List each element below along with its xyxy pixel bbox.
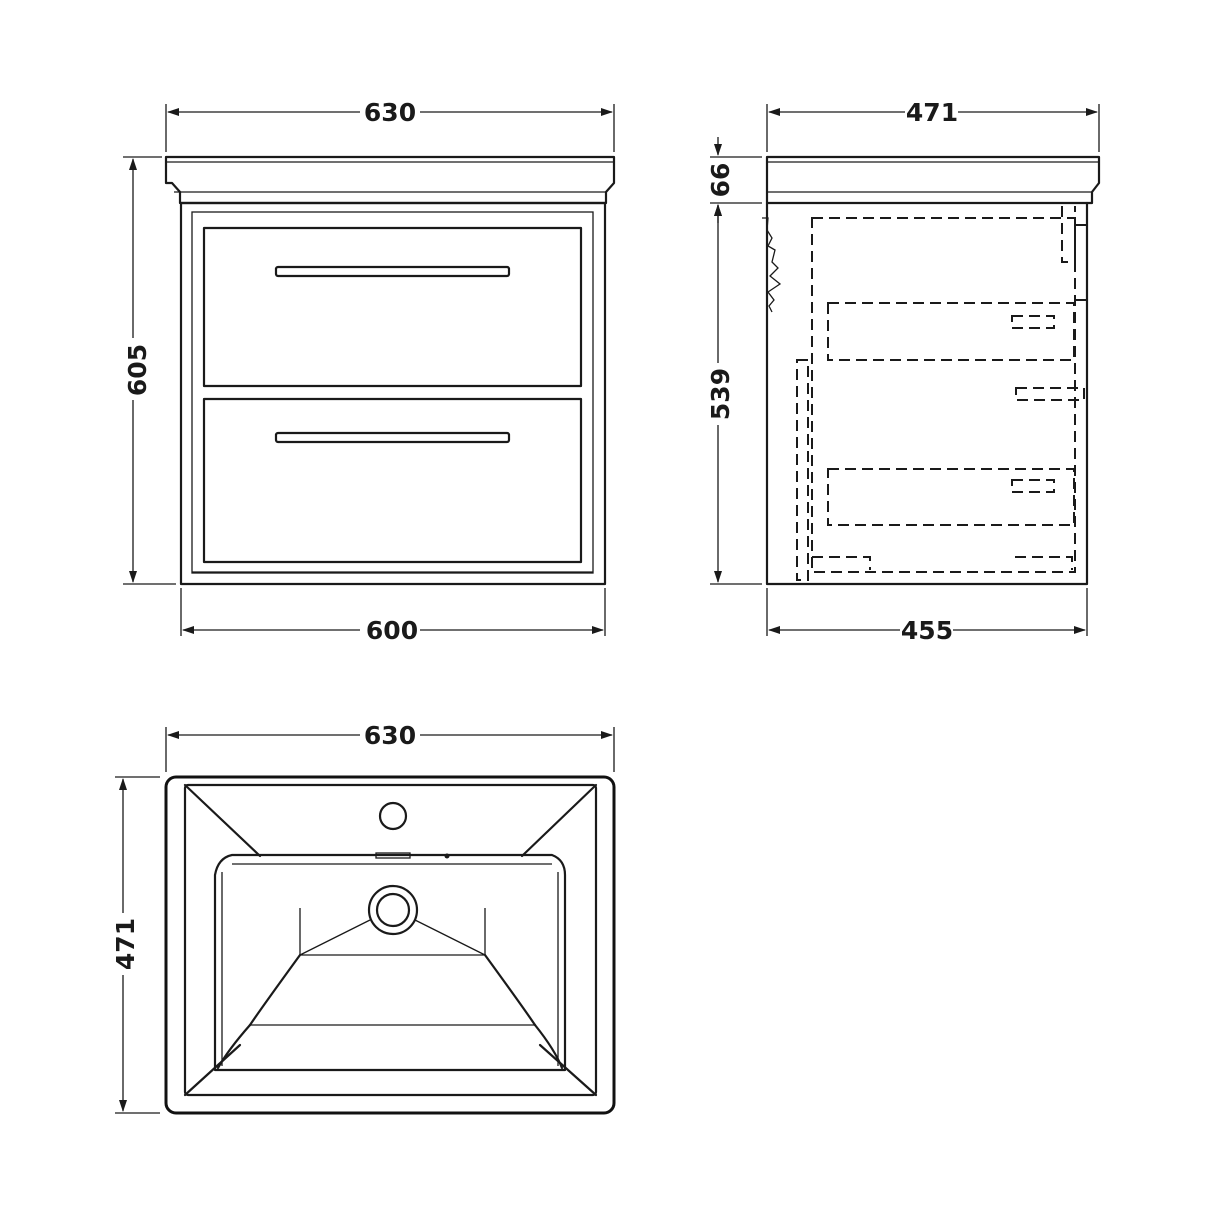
waste-outlet xyxy=(367,884,419,936)
plan-bowl xyxy=(213,853,567,1072)
dim-label-plan-depth: 471 xyxy=(111,918,140,970)
dim-label-front-top-width: 630 xyxy=(364,98,416,127)
dim-label-side-bottom-depth: 455 xyxy=(901,616,953,645)
tap-hole xyxy=(378,801,408,831)
side-cabinet xyxy=(765,201,1089,586)
dim-side-bottom-depth: 455 xyxy=(766,588,1088,645)
dim-front-bottom-width: 600 xyxy=(180,588,606,645)
plan-view xyxy=(164,775,616,1115)
plan-basin-outer xyxy=(164,775,616,1115)
dim-front-height: 605 xyxy=(123,156,176,585)
dim-label-plan-width: 630 xyxy=(364,721,416,750)
drawer-handle-bottom xyxy=(274,431,511,444)
dim-plan-depth: 471 xyxy=(111,776,160,1114)
dim-side-cabinet-height: 539 xyxy=(706,204,762,585)
dim-label-side-basin-height: 66 xyxy=(706,163,735,198)
front-drawer-bottom xyxy=(202,397,583,564)
dim-plan-width: 630 xyxy=(165,721,615,772)
front-drawer-top xyxy=(202,226,583,388)
dim-label-side-top-depth: 471 xyxy=(906,98,958,127)
dim-label-front-bottom-width: 600 xyxy=(366,616,418,645)
waste-trap xyxy=(762,217,782,313)
side-elevation xyxy=(762,155,1101,586)
hidden-drawer-lines xyxy=(796,206,1087,581)
front-cabinet xyxy=(179,201,607,586)
plan-basin-rim xyxy=(183,783,598,1097)
dim-side-top-depth: 471 xyxy=(766,98,1100,152)
dim-front-top-width: 630 xyxy=(165,98,615,152)
drawer-handle-top xyxy=(274,265,511,278)
dim-label-front-height: 605 xyxy=(123,344,152,396)
front-elevation xyxy=(164,155,616,586)
dim-side-basin-height: 66 xyxy=(706,137,762,223)
dim-label-side-cabinet-height: 539 xyxy=(706,368,735,420)
front-basin-outline xyxy=(164,155,616,205)
side-basin-outline xyxy=(765,155,1101,205)
